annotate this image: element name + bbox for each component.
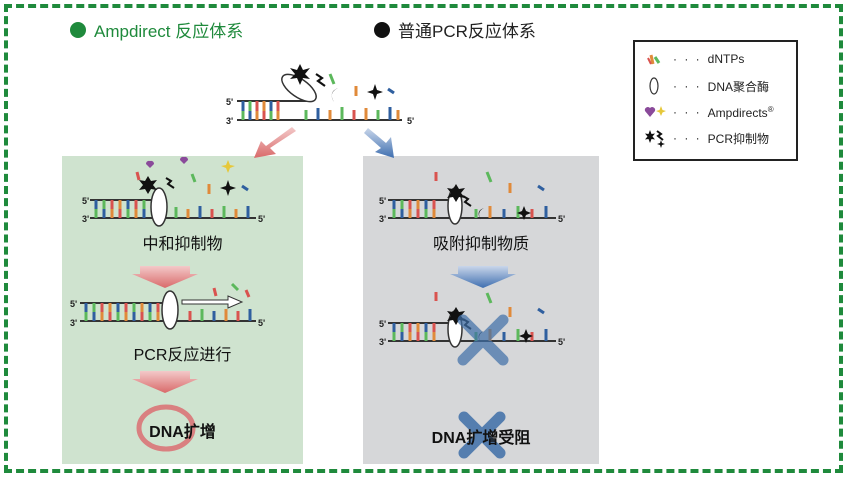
arrow-to-ampdirect (254, 127, 296, 158)
amplification-blocked-cross-icon (458, 411, 506, 459)
ampdirect-icon (221, 160, 235, 173)
inhibitor-icon (447, 184, 465, 202)
right1-label-5: 5' (379, 196, 386, 206)
left1-label-5r: 5' (258, 214, 265, 224)
dntp-icon (328, 73, 336, 85)
dashed-frame (4, 4, 843, 473)
dntp-icon (244, 289, 251, 298)
left-dna-2: 5' 3' 5' (70, 282, 265, 330)
arrow-to-normal-pcr (364, 128, 394, 158)
inhibitor-icon (367, 84, 383, 100)
dntp-icon (485, 171, 493, 183)
dntp-icon (537, 184, 545, 192)
left-step-neutralize: 中和抑制物 (142, 236, 223, 253)
left-dna-1: 5' 3' 5' (82, 156, 265, 227)
left1-label-3: 3' (82, 214, 89, 224)
legend-label-polymerase: DNA聚合酶 (707, 79, 769, 94)
right1-label-3: 3' (379, 214, 386, 224)
registered-mark: ® (767, 104, 774, 114)
left-step-pcr-proceeds: PCR反应进行 (133, 347, 232, 364)
inhibitor-icon (220, 180, 236, 196)
amplification-ring-icon (136, 404, 196, 452)
dntp-icon (387, 87, 395, 95)
legend-label-ampdirect: Ampdirects® (707, 104, 774, 120)
inhibitor-icon (447, 307, 465, 325)
dntp-icon (485, 292, 493, 304)
green-dot-icon (70, 21, 86, 38)
inhibitor-icon (165, 177, 175, 189)
dntp-icon (537, 307, 545, 315)
right-dna-2: 5' 3' 5' (379, 292, 565, 366)
left-down-arrow-1 (132, 266, 198, 288)
header-ampdirect: Ampdirect 反应体系 (70, 17, 243, 42)
right-step-amplification-blocked: DNA扩增受阻 (431, 430, 531, 447)
right2-label-5r: 5' (558, 337, 565, 347)
dna-polymerase-icon (649, 77, 659, 95)
inhibitor-icon (290, 64, 310, 85)
right-step-adsorb-inhibitor: 吸附抑制物质 (432, 236, 529, 253)
ampdirect-icon (145, 160, 155, 168)
ampdirect-icon (644, 106, 666, 117)
polymerase-icon (161, 290, 179, 330)
top-label-5-left: 5' (226, 97, 233, 107)
left2-label-5r: 5' (258, 318, 265, 328)
dntp-icon (230, 282, 240, 292)
inhibitor-icon (519, 329, 533, 343)
legend-item-dntps: · · · dNTPs (643, 49, 744, 69)
left-step-dna-amplified: DNA扩增 (149, 424, 216, 441)
dntps-icon (647, 54, 661, 65)
polymerase-icon (150, 187, 168, 227)
header-ampdirect-title: Ampdirect 反应体系 (94, 22, 244, 41)
inhibitor-icon (517, 206, 531, 220)
legend-label-inhibitor: PCR抑制物 (707, 131, 769, 146)
black-dot-icon (374, 21, 390, 38)
top-label-3-left: 3' (226, 116, 233, 126)
left-down-arrow-2 (132, 371, 198, 393)
polymerase-icon (281, 73, 317, 103)
legend-item-polymerase: · · · DNA聚合酶 (643, 76, 769, 96)
top-dna-strand: 5' 3' 5' (226, 64, 414, 126)
blocked-cross-icon (457, 314, 509, 366)
ampdirect-icon (179, 156, 189, 164)
inhibitor-icon (331, 88, 338, 102)
pcr-inhibitor-icon (645, 130, 665, 148)
dntp-icon (135, 171, 141, 181)
dntp-icon (241, 184, 249, 192)
legend-item-inhibitor: · · · PCR抑制物 (643, 128, 769, 148)
right-down-arrow (450, 266, 516, 288)
inhibitor-icon (478, 208, 484, 220)
legend-label-dntps: dNTPs (707, 52, 745, 66)
right1-label-5r: 5' (558, 214, 565, 224)
inhibitor-icon (315, 73, 326, 87)
dntp-icon (190, 173, 197, 183)
legend-box: · · · dNTPs · · · DNA聚合酶 · · · Ampdirect… (633, 40, 798, 161)
top-label-5-right: 5' (407, 116, 414, 126)
left2-label-5: 5' (70, 299, 77, 309)
header-normal-pcr-title: 普通PCR反应体系 (398, 22, 536, 41)
right-dna-1: 5' 3' 5' (379, 171, 565, 225)
left1-label-5: 5' (82, 196, 89, 206)
extension-arrow (181, 295, 244, 309)
header-normal-pcr: 普通PCR反应体系 (374, 17, 536, 42)
right2-label-5: 5' (379, 319, 386, 329)
inhibitor-icon (462, 195, 472, 207)
left2-label-3: 3' (70, 318, 77, 328)
dntp-icon (212, 287, 218, 297)
legend-item-ampdirect: · · · Ampdirects® (643, 102, 774, 122)
right2-label-3: 3' (379, 337, 386, 347)
inhibitor-icon (139, 176, 157, 194)
